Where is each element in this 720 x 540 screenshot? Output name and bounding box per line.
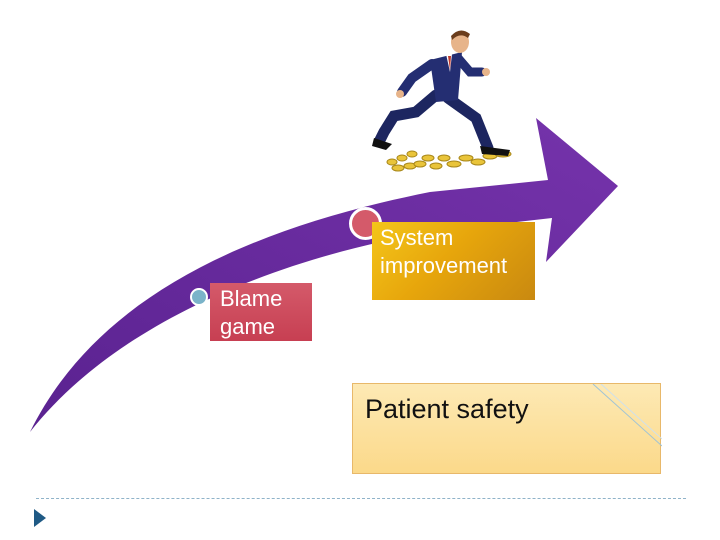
patient-safety-corner-fold bbox=[592, 384, 662, 447]
system-improvement-label: System improvement bbox=[380, 225, 508, 278]
growth-arrow-shape bbox=[30, 118, 618, 432]
patient-safety-box: Patient safety bbox=[352, 383, 662, 474]
footer-bullet-icon bbox=[34, 509, 46, 527]
patient-safety-label: Patient safety bbox=[365, 394, 529, 424]
footer-divider bbox=[36, 498, 686, 499]
blame-game-box: Blame game bbox=[210, 283, 312, 341]
blame-game-label: Blame game bbox=[220, 286, 283, 339]
blame-game-marker bbox=[190, 288, 208, 306]
system-improvement-box: System improvement bbox=[372, 222, 535, 300]
